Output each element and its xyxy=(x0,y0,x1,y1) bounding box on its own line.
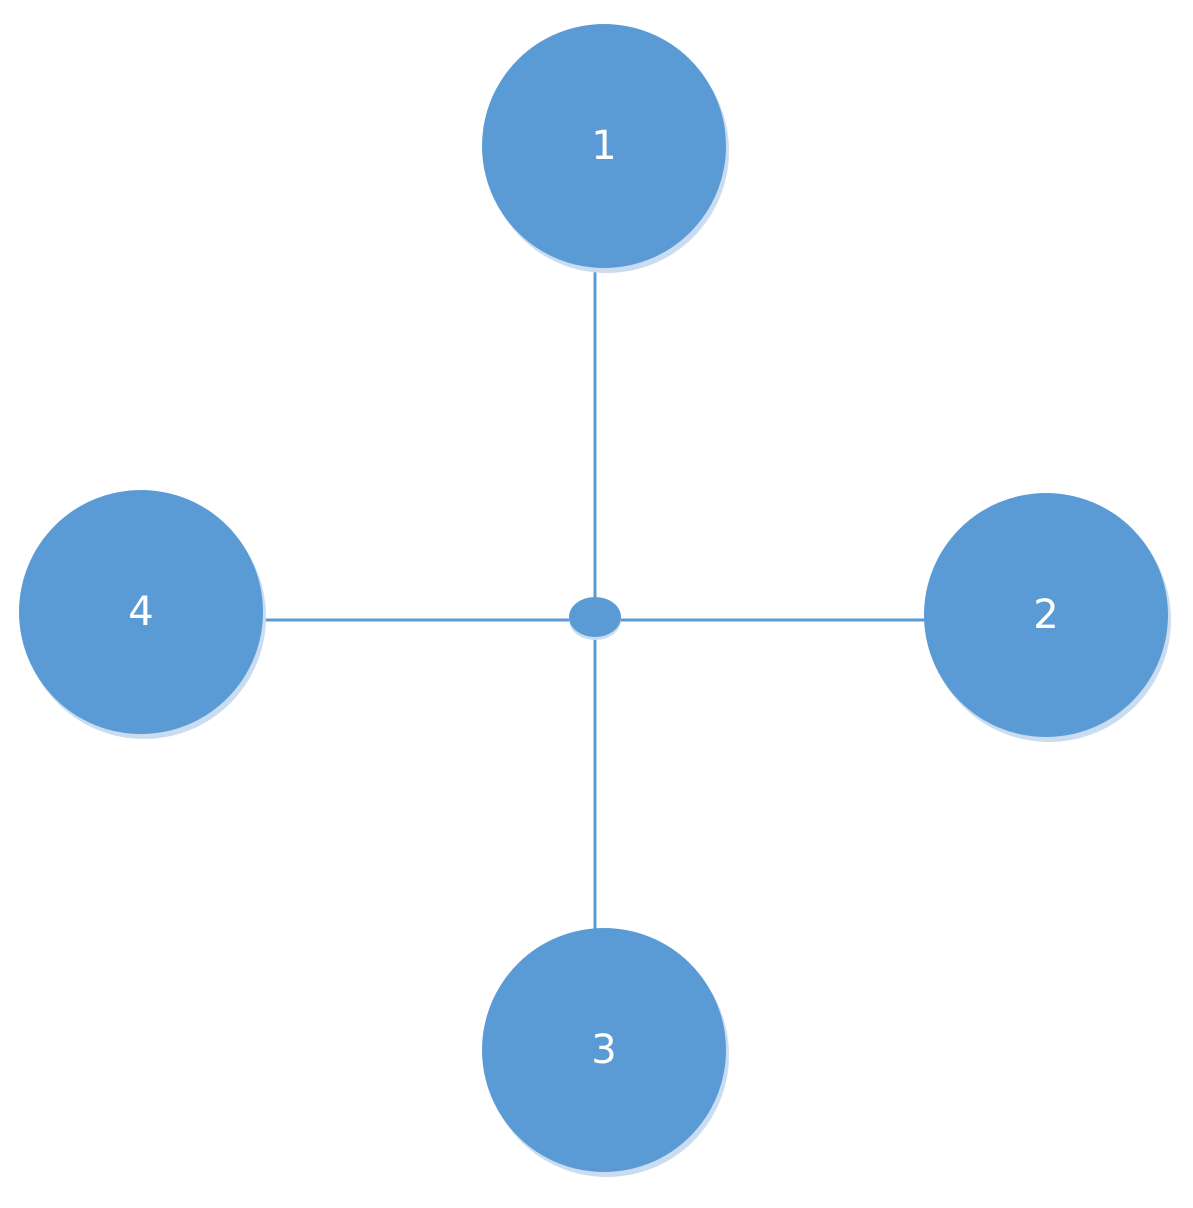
node-4-circle xyxy=(19,490,263,734)
node-3: 3 xyxy=(482,928,729,1177)
node-2: 2 xyxy=(924,493,1171,742)
nodes-layer: 1 2 3 4 xyxy=(19,24,1171,1177)
node-4-label: 4 xyxy=(128,589,153,635)
node-1: 1 xyxy=(482,24,729,273)
hub-node xyxy=(569,597,621,637)
edges-layer xyxy=(262,262,926,930)
node-1-circle xyxy=(482,24,726,268)
node-3-label: 3 xyxy=(591,1027,616,1073)
node-2-circle xyxy=(924,493,1168,737)
node-3-circle xyxy=(482,928,726,1172)
node-2-label: 2 xyxy=(1033,592,1058,638)
node-4: 4 xyxy=(19,490,266,739)
node-1-label: 1 xyxy=(591,123,616,169)
